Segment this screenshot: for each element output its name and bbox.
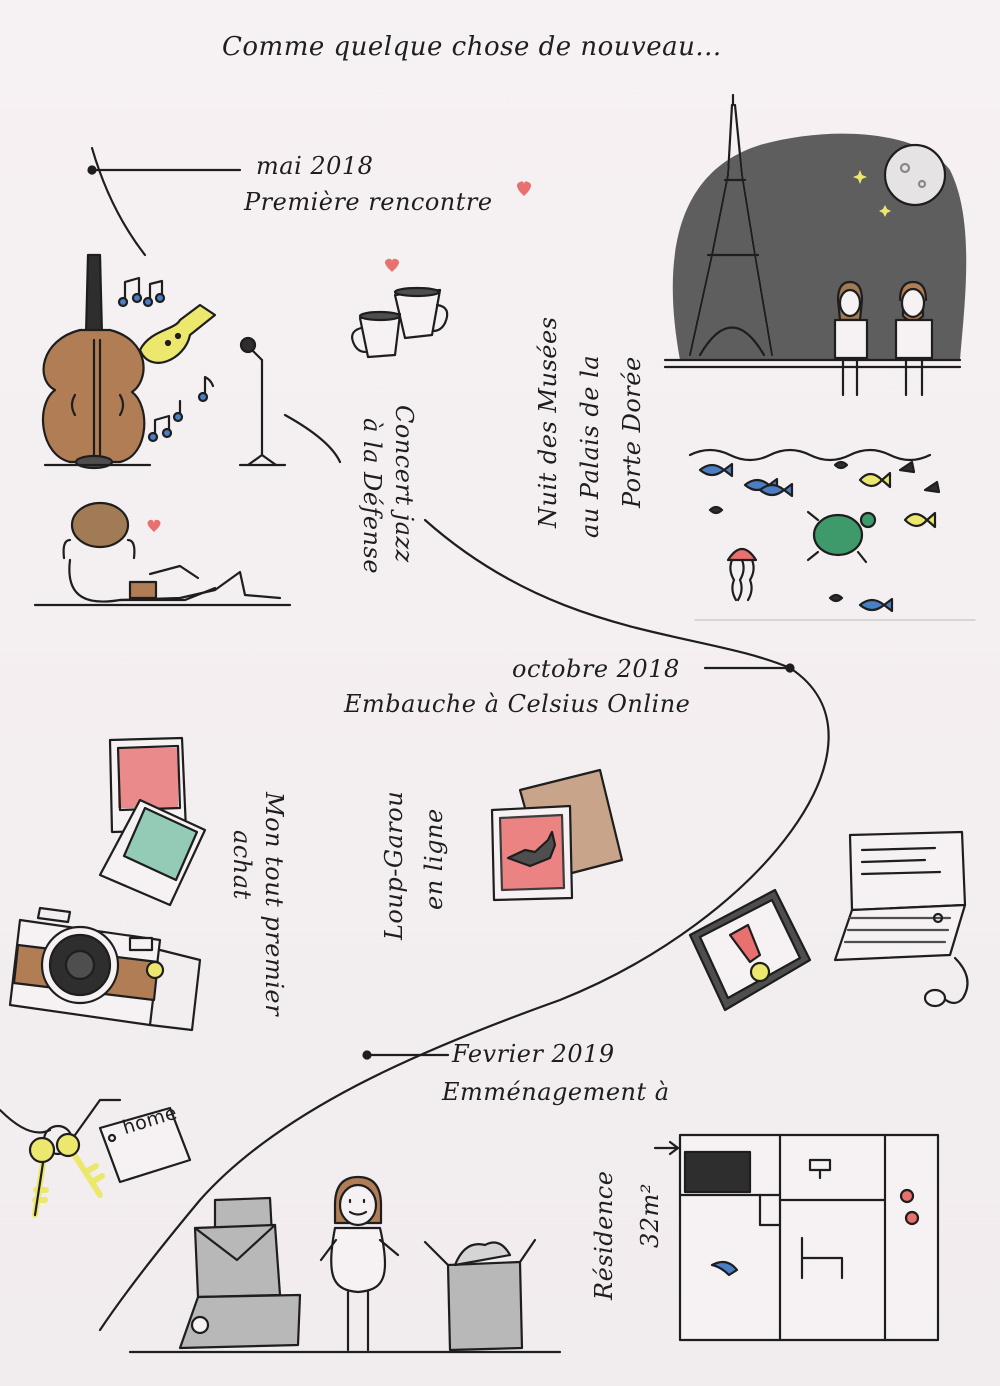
heart-icon xyxy=(517,181,531,196)
werewolf-label-line1: Loup-Garou xyxy=(380,790,408,940)
may2018-date: mai 2018 xyxy=(256,152,374,180)
museum-label-line2: au Palais de la xyxy=(576,354,604,538)
may2018-event: Première rencontre xyxy=(244,188,493,216)
werewolf-label-line2: en ligne xyxy=(420,808,448,910)
jazz-label-line1: Concert jazz xyxy=(390,405,418,563)
microphone-icon xyxy=(238,336,287,467)
camera-icon xyxy=(8,906,202,1032)
timeline-curve xyxy=(90,146,147,257)
double-bass-icon xyxy=(41,253,152,470)
purchase-label-line2: achat xyxy=(228,830,256,900)
photo-prints-icon xyxy=(98,736,207,907)
tablet-medal-icon xyxy=(688,888,812,1012)
keys-icon xyxy=(0,1098,192,1218)
music-notes-icon xyxy=(117,276,215,443)
laptop-icon xyxy=(833,830,969,1008)
floor-plan-icon xyxy=(653,1133,940,1342)
oct2018-event: Embauche à Celsius Online xyxy=(344,690,691,718)
museum-label-line3: Porte Dorée xyxy=(618,356,646,508)
page-title: Comme quelque chose de nouveau... xyxy=(222,32,722,62)
werewolf-cards-icon xyxy=(490,768,624,902)
eiffel-tower-night-scene xyxy=(663,93,967,397)
moving-boxes-icon xyxy=(128,1196,562,1354)
oct2018-date: octobre 2018 xyxy=(512,655,680,683)
timeline-curve-main xyxy=(98,413,830,1332)
feb2019-event: Emménagement à xyxy=(442,1078,670,1106)
purchase-label-line1: Mon tout premier xyxy=(260,792,288,1017)
feb2019-date: Fevrier 2019 xyxy=(452,1040,615,1068)
person-moving-icon xyxy=(319,1175,400,1352)
coffee-cups-icon xyxy=(350,258,449,359)
jazz-label-line2: à la Défense xyxy=(358,418,386,575)
person-relaxing-icon xyxy=(33,501,292,607)
residence-label: Résidence xyxy=(590,1170,618,1300)
aquarium-scene xyxy=(688,448,976,621)
museum-label-line1: Nuit des Musées xyxy=(534,316,562,529)
saxophone-icon xyxy=(138,303,217,364)
residence-size-label: 32m² xyxy=(636,1183,664,1248)
